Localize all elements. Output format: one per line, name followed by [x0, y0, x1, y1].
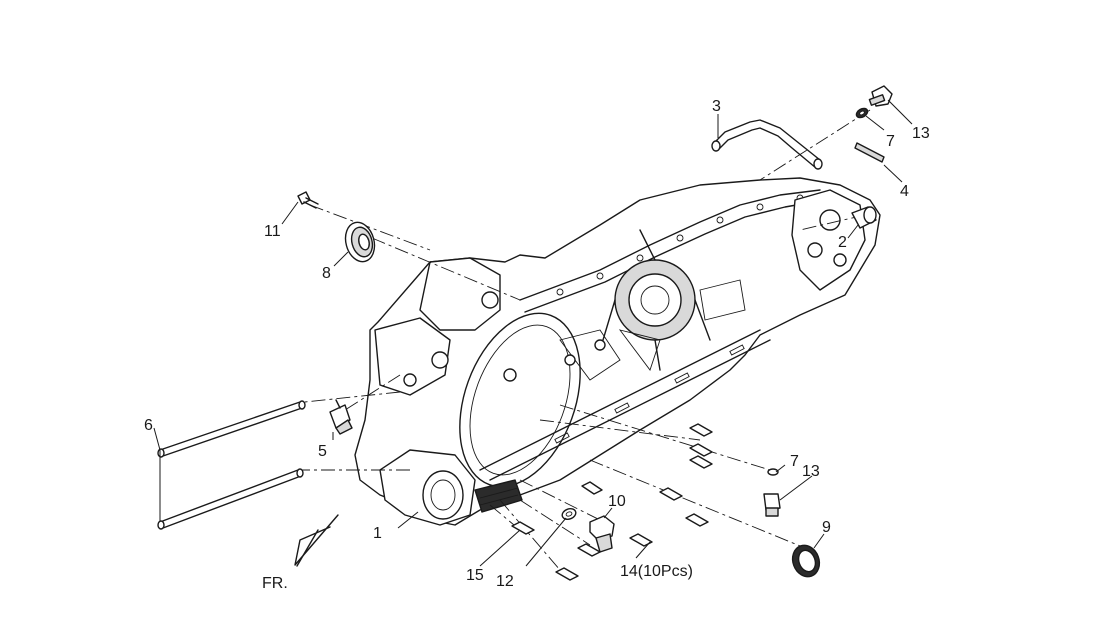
part-13-drain-bolt-lower — [763, 493, 781, 517]
crankcase — [354, 177, 881, 526]
callout-14: 14(10Pcs) — [620, 563, 693, 580]
part-8-bearing — [344, 221, 376, 263]
leader-lines — [153, 99, 913, 567]
callout-11: 11 — [264, 223, 281, 240]
part-11-bolt — [297, 191, 319, 209]
callout-9: 9 — [822, 519, 831, 536]
callout-1: 1 — [373, 525, 382, 542]
part-5-sensor — [329, 399, 353, 435]
callout-7-top: 7 — [886, 133, 895, 150]
callout-4: 4 — [900, 183, 909, 200]
front-marker-label: FR. — [262, 575, 288, 592]
part-12-washer — [561, 508, 577, 520]
callout-labels: 1 2 3 4 5 6 7 7 8 9 10 11 12 13 13 14(10… — [144, 98, 930, 592]
callout-12: 12 — [496, 573, 514, 590]
part-13-drain-bolt-top — [868, 85, 893, 107]
part-2-dowel — [851, 206, 877, 229]
part-7-washer-top — [855, 107, 869, 119]
callout-2: 2 — [838, 234, 847, 251]
callout-6: 6 — [144, 417, 153, 434]
front-direction-arrow — [294, 514, 339, 567]
part-6-studs — [157, 400, 306, 530]
callout-3: 3 — [712, 98, 721, 115]
callout-13-lower: 13 — [802, 463, 820, 480]
callout-10: 10 — [608, 493, 626, 510]
part-10-plug — [589, 515, 615, 553]
part-4-pin — [854, 142, 885, 163]
part-14-bolts — [511, 423, 713, 581]
callout-13-top: 13 — [912, 125, 930, 142]
callout-15: 15 — [466, 567, 484, 584]
part-9-oil-seal — [791, 544, 821, 578]
callout-7-lower: 7 — [790, 453, 799, 470]
part-3-tube — [711, 119, 823, 170]
part-7-washer-lower — [767, 468, 779, 476]
callout-5: 5 — [318, 443, 327, 460]
callout-8: 8 — [322, 265, 331, 282]
